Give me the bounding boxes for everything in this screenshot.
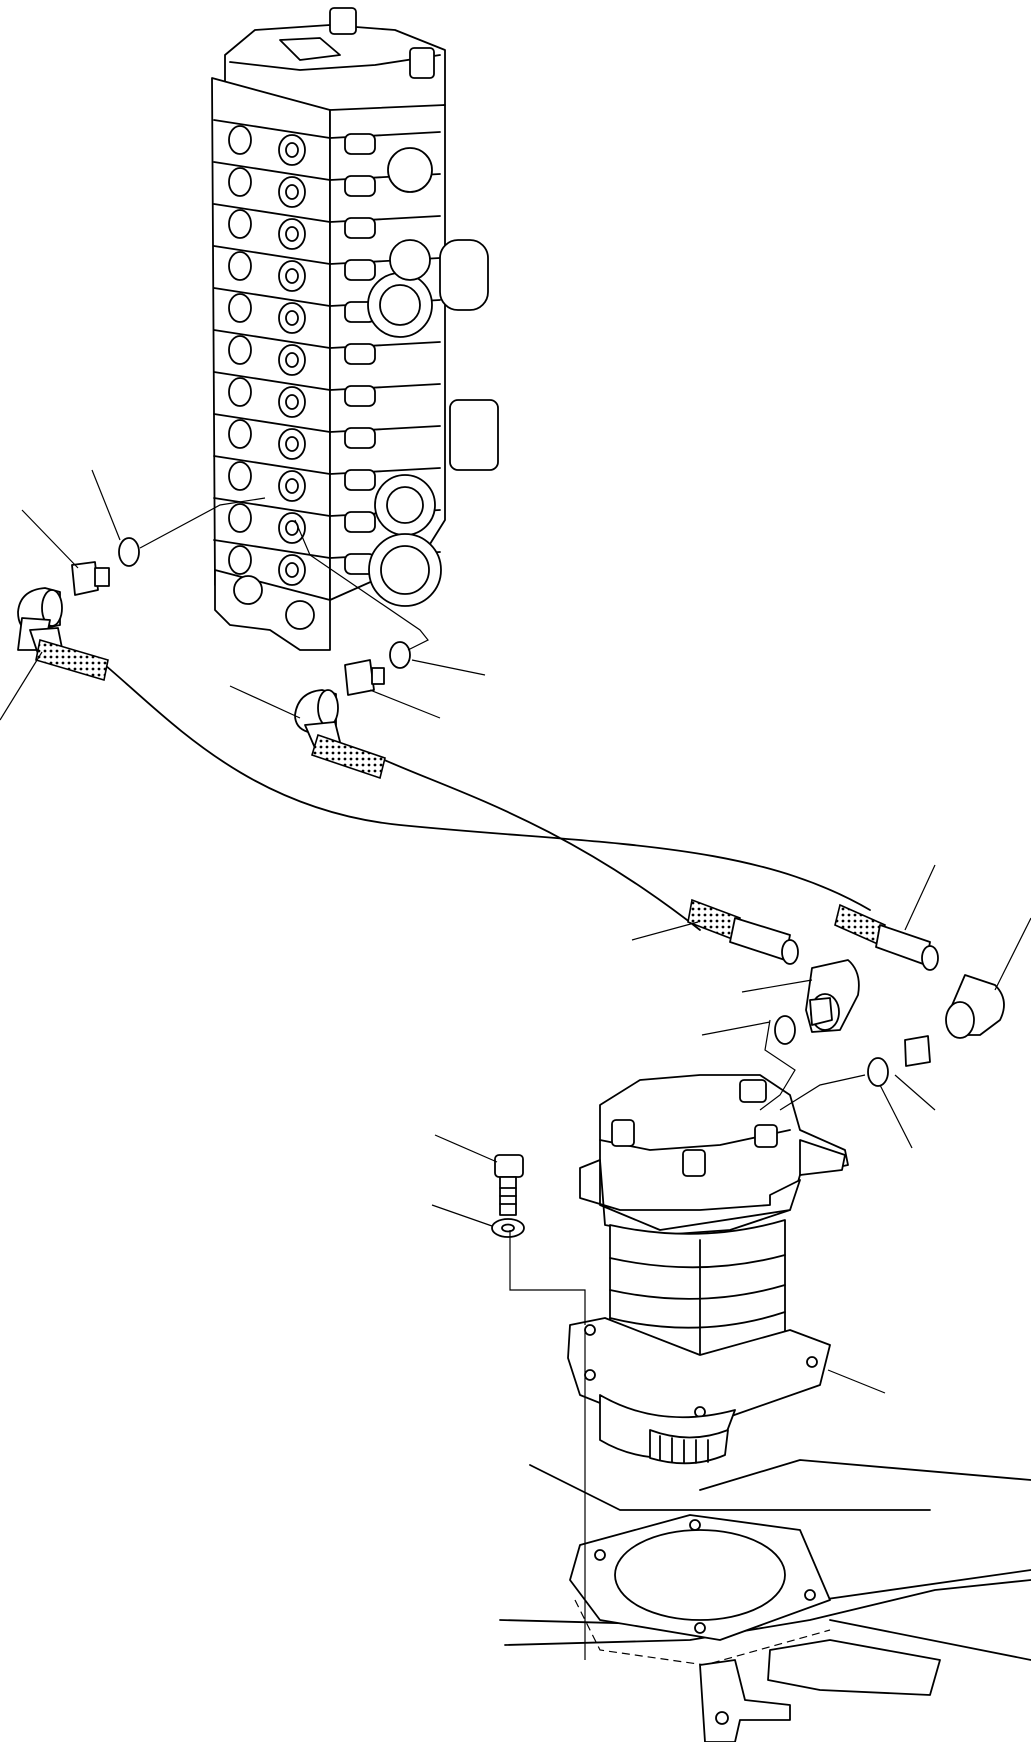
bolt bbox=[494, 1154, 524, 1216]
frame bbox=[499, 1459, 1031, 1742]
hose-a bbox=[104, 664, 871, 911]
elbow-fitting-upper-left bbox=[17, 587, 63, 651]
valve-section bbox=[213, 119, 441, 166]
valve-section bbox=[213, 245, 441, 292]
hose-end-right-lower bbox=[687, 898, 799, 965]
o-ring-upper-left bbox=[118, 537, 140, 567]
hose-end-right-upper bbox=[834, 903, 939, 971]
hose-b bbox=[379, 757, 701, 931]
adapter-right-lower bbox=[809, 997, 833, 1026]
adapter-right-upper bbox=[904, 1035, 931, 1067]
swing-motor bbox=[567, 1074, 849, 1465]
assembly-lines bbox=[0, 469, 1031, 1660]
hose-end-mid bbox=[304, 721, 386, 780]
valve-section bbox=[213, 455, 441, 502]
elbow-fitting-right-upper bbox=[945, 974, 1005, 1039]
o-ring-right-upper bbox=[867, 1057, 889, 1087]
hose-end-upper-left bbox=[29, 627, 109, 682]
o-ring-mid bbox=[389, 641, 411, 669]
valve-section bbox=[213, 497, 441, 544]
washer bbox=[491, 1218, 525, 1238]
valve-section bbox=[213, 287, 441, 334]
control-valve-block bbox=[211, 7, 499, 651]
adapter-upper-left bbox=[71, 561, 110, 596]
adapter-mid bbox=[344, 659, 385, 696]
valve-section bbox=[213, 203, 441, 250]
valve-section bbox=[213, 413, 441, 460]
valve-section bbox=[213, 371, 441, 418]
valve-section bbox=[213, 329, 441, 376]
o-ring-right-lower bbox=[774, 1015, 796, 1045]
